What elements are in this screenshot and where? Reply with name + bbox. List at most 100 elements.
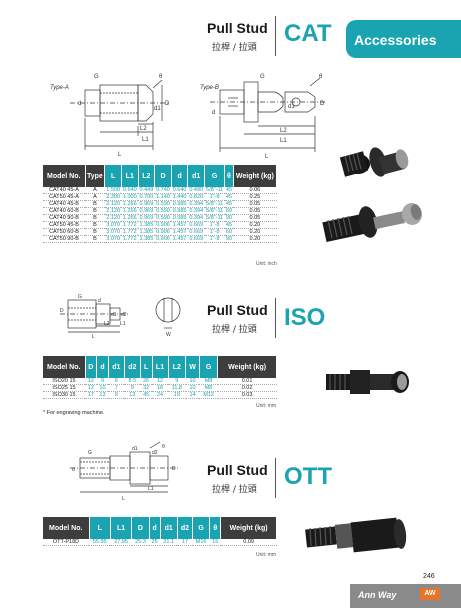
model-number-cell: ISO20 15 <box>43 378 85 385</box>
cat-header-cell: L <box>104 165 122 187</box>
iso-header-cell: L1 <box>152 356 169 378</box>
cat-header-cell: Weight (kg) <box>233 165 278 187</box>
spec-cell: 13 <box>96 391 109 399</box>
spec-cell: 0.449 <box>138 187 155 194</box>
spec-cell: 1.266 <box>121 200 139 208</box>
ott-section-subtitle: 拉桿 / 拉頭 <box>212 485 257 495</box>
iso-label-g: G <box>78 294 82 300</box>
cat-section-title: Pull Stud <box>207 20 268 36</box>
iso-label-w: W <box>166 332 171 338</box>
spec-cell: 1.266 <box>121 214 139 222</box>
model-number-cell: CAT50 45-B <box>43 221 85 229</box>
spec-cell: 0.969 <box>138 214 155 222</box>
model-number-cell: CAT40 45-B <box>43 200 85 208</box>
spec-cell: M12 <box>199 391 218 399</box>
spec-cell: 9 <box>124 384 141 392</box>
spec-cell: B <box>85 228 105 236</box>
spec-cell: 1.385 <box>138 228 155 236</box>
iso-label-d: d <box>98 298 101 304</box>
spec-cell: 12 <box>85 378 97 385</box>
cat-header-cell: Type <box>85 165 106 187</box>
spec-cell: 0.669 <box>187 228 205 236</box>
spec-cell: 10 <box>185 378 200 385</box>
cat-header-cell: d1 <box>187 165 205 187</box>
cat-label-d-left: d <box>78 101 81 107</box>
spec-cell: 1.000 <box>121 193 139 201</box>
spec-cell: 17 <box>85 391 97 399</box>
cat-label-l1: L1 <box>142 137 149 143</box>
iso-diagram-side: D G d d1 d2 L2 L1 L <box>60 294 128 340</box>
model-number-cell: CAT50 60-B <box>43 228 85 236</box>
spec-cell: 25.3 <box>131 539 150 546</box>
cat-table-header-row: Model No. Type L L1 L2 D d d1 G θ Weight… <box>43 165 278 187</box>
iso-unit-label: Unit: mm <box>256 403 276 409</box>
spec-cell: 0.02 <box>217 384 277 392</box>
spec-cell: 32 <box>140 384 152 392</box>
iso-diagram-end: W <box>155 297 181 338</box>
spec-cell: 0.669 <box>187 235 205 243</box>
spec-cell: 0.25 <box>233 193 277 201</box>
spec-cell: B <box>85 207 105 215</box>
cat-header-cell: Model No. <box>43 165 86 187</box>
cat-b-label-l2: L2 <box>280 128 287 134</box>
ott-unit-label: Unit: mm <box>256 552 276 558</box>
iso-section-subtitle: 拉桿 / 拉頭 <box>212 325 257 335</box>
spec-cell: 0.640 <box>121 187 139 194</box>
spec-cell: 90 <box>224 214 234 222</box>
cat-header-cell: d <box>171 165 189 187</box>
cat-b-label-theta: θ <box>319 74 323 80</box>
ott-header-cell: θ <box>209 517 222 539</box>
iso-header-cell: d1 <box>108 356 125 378</box>
iso-label-l: L <box>92 334 95 340</box>
cat-product-image-short <box>339 147 409 177</box>
ott-header-cell: L <box>89 517 111 539</box>
spec-cell: 0.20 <box>233 221 277 229</box>
iso-header-cell: d2 <box>124 356 141 378</box>
spec-cell: 24 <box>152 391 169 399</box>
footer-brand: Ann Way <box>358 590 397 600</box>
ott-label-d1: d1 <box>132 446 138 452</box>
spec-cell: 12 <box>85 384 97 392</box>
spec-cell: 1.457 <box>171 221 188 229</box>
ott-header-cell: Weight (kg) <box>220 517 277 539</box>
iso-label-d2: d2 <box>121 312 127 318</box>
spec-cell: M8 <box>199 378 218 385</box>
spec-cell: 19 <box>168 391 186 399</box>
iso-section-title: Pull Stud <box>207 302 268 318</box>
spec-cell: 1"-8 <box>204 221 225 229</box>
cat-b-label-l: L <box>265 154 269 160</box>
spec-cell: 5/8"-11 <box>204 207 225 215</box>
ott-product-image <box>305 517 407 553</box>
cat-spec-table: Model No. Type L L1 L2 D d d1 G θ Weight… <box>43 165 278 243</box>
spec-cell: 1.140 <box>154 193 172 201</box>
cat-label-g: G <box>94 74 99 80</box>
spec-cell: 3.070 <box>104 235 122 243</box>
ott-label-l: L <box>122 496 125 502</box>
spec-cell: 0.03 <box>217 391 277 399</box>
ott-divider <box>275 458 276 498</box>
spec-cell: 1"-8 <box>204 235 225 243</box>
model-number-cell: CAT50 45-A <box>43 193 85 201</box>
spec-cell: 18 <box>152 384 169 392</box>
cat-unit-label: Unit: inch <box>256 261 277 267</box>
spec-cell: 0.590 <box>154 200 172 208</box>
spec-cell: 1.385 <box>138 235 155 243</box>
model-number-cell: CAT50 90-B <box>43 235 85 243</box>
iso-product-image <box>326 370 409 394</box>
spec-cell: 1.500 <box>104 187 122 194</box>
spec-cell: 0.590 <box>154 214 172 222</box>
spec-cell: 0.20 <box>233 228 277 236</box>
ott-table-header-row: Model No. L L1 D d d1 d2 G θ Weight (kg) <box>43 517 277 539</box>
spec-cell: 0.05 <box>233 207 277 215</box>
spec-cell: 0.669 <box>187 221 205 229</box>
model-number-cell: ISO30 15 <box>43 391 85 399</box>
ott-label-l1: L1 <box>148 486 154 492</box>
